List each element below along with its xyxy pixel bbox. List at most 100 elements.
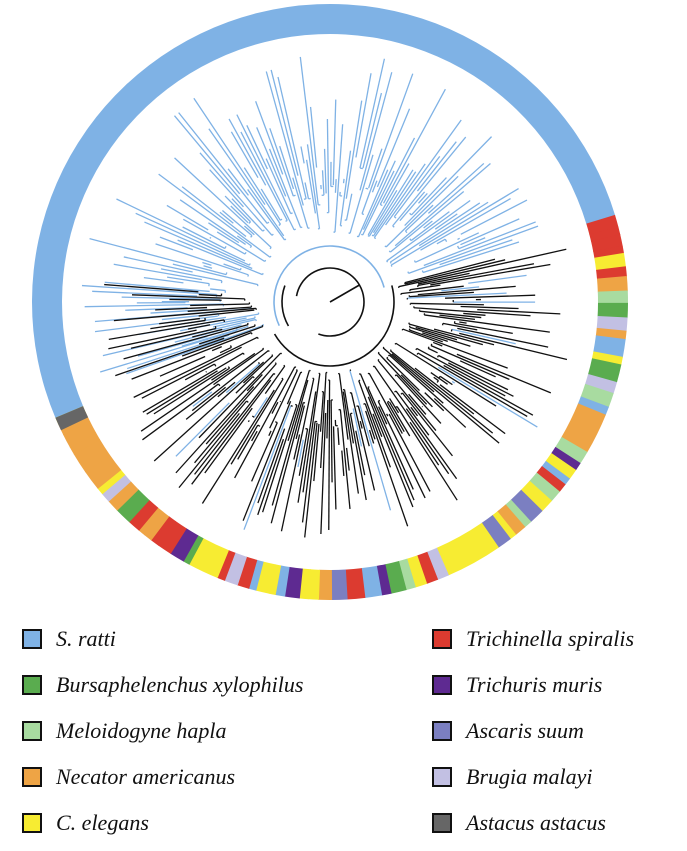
tree-branch — [394, 163, 491, 247]
tree-branch — [191, 379, 272, 485]
tree-branch — [437, 366, 538, 428]
legend-label-trichuris: Trichuris muris — [466, 672, 603, 697]
tree-branch — [113, 307, 257, 322]
tree-branch — [158, 173, 271, 258]
tree-branch — [295, 405, 305, 440]
tree-branch — [257, 438, 285, 516]
tree-branch — [194, 373, 275, 475]
ring-segment — [108, 481, 139, 511]
ring-segment — [55, 406, 89, 431]
tree-branch — [268, 430, 272, 437]
tree-branch — [130, 327, 217, 349]
tree-branch — [184, 363, 215, 381]
tree-node-arc — [217, 383, 221, 387]
tree-branch — [409, 284, 441, 291]
tree-branch — [377, 359, 437, 431]
tree-branch — [439, 239, 513, 266]
tree-branch — [175, 402, 230, 457]
ring-segment — [597, 302, 628, 319]
ring-segment — [331, 569, 348, 600]
tree-branch — [234, 366, 296, 479]
tree-node-arc — [290, 212, 293, 215]
tree-node-arc — [225, 272, 228, 275]
tree-branch — [104, 283, 199, 293]
tree-branch — [159, 317, 200, 325]
tree-branch — [126, 324, 264, 375]
ring-segment — [224, 552, 248, 586]
tree-branch — [326, 399, 329, 439]
tree-branch — [125, 307, 188, 311]
tree-branch — [227, 168, 249, 196]
tree-branch — [362, 170, 395, 236]
tree-branch — [365, 410, 376, 440]
tree-branch — [378, 406, 388, 425]
legend-label-meloidogyne: Meloidogyne hapla — [56, 718, 227, 743]
tree-branch — [424, 314, 550, 333]
ring-segment — [216, 549, 236, 581]
tree-branch — [367, 396, 414, 508]
tree-branch — [433, 328, 495, 346]
tree-branch — [377, 352, 428, 405]
tree-branch — [441, 286, 480, 292]
tree-branch — [372, 413, 383, 437]
tree-branch — [430, 372, 448, 385]
tree-branch — [230, 131, 259, 179]
ring-segment — [170, 528, 199, 562]
tree-branch — [423, 220, 433, 229]
tree-node-arc — [371, 234, 374, 237]
ring-segment — [529, 472, 560, 502]
tree-branch — [386, 401, 405, 432]
tree-root — [329, 284, 360, 303]
tree-branch — [172, 263, 259, 286]
tree-branch — [362, 92, 383, 169]
tree-branch — [423, 221, 536, 267]
tree-branch — [396, 406, 458, 501]
tree-branch — [404, 258, 496, 284]
tree-node-arc — [363, 403, 366, 405]
tree-branch — [417, 193, 428, 204]
tree-branch — [438, 354, 509, 391]
tree-branch — [292, 177, 309, 229]
tree-node-arc — [444, 238, 448, 242]
legend-label-brugia: Brugia malayi — [466, 764, 593, 789]
tree-branch — [304, 182, 310, 200]
tree-node-arc — [379, 203, 383, 207]
tree-branch — [410, 302, 484, 306]
tree-branch — [309, 106, 318, 168]
tree-node-arc — [269, 247, 272, 250]
tree-node-arc — [386, 356, 389, 359]
tree-branch — [451, 328, 516, 345]
legend-swatch-trichuris — [432, 675, 452, 695]
tree-node-arc — [394, 374, 397, 377]
tree-node-arc — [274, 421, 278, 424]
ring-segment — [492, 511, 517, 540]
tree-node-arc — [367, 234, 370, 237]
ring-segment — [596, 276, 628, 293]
tree-branch — [368, 190, 398, 237]
tree-branch — [211, 346, 222, 352]
tree-branch — [211, 367, 230, 381]
tree-branch — [371, 180, 378, 193]
tree-node-arc — [293, 228, 296, 231]
tree-branch — [393, 156, 441, 218]
tree-branch — [235, 376, 254, 394]
tree-branch — [153, 361, 265, 462]
ring-segment — [345, 568, 366, 600]
ring-segment — [505, 499, 532, 528]
tree-branch — [177, 239, 263, 276]
tree-node-arc — [409, 212, 412, 216]
tree-node-arc — [457, 245, 460, 249]
tree-branch — [330, 399, 333, 483]
tree-node-arc — [261, 272, 264, 275]
tree-node-arc — [252, 376, 255, 379]
tree-branch — [459, 332, 568, 361]
tree-branch — [159, 355, 206, 377]
tree-branch — [395, 390, 430, 436]
tree-branch — [398, 248, 567, 288]
tree-branch — [350, 392, 376, 491]
tree-branch — [460, 218, 520, 246]
tree-branch — [376, 108, 411, 188]
tree-node-arc — [421, 270, 424, 273]
ring-segment — [589, 226, 621, 242]
tree-branch — [131, 294, 245, 300]
